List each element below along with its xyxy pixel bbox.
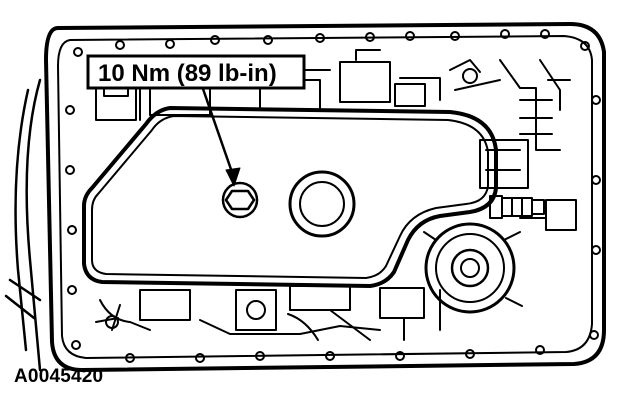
gasket-bolt-holes: [65, 29, 601, 363]
accumulator-cover: [423, 222, 523, 314]
filter-pickup-port: [288, 170, 356, 238]
figure-id: A0045420: [14, 366, 104, 387]
lower-valve-details: [95, 285, 441, 341]
torque-callout: 10 Nm (89 lb-in): [86, 54, 306, 90]
torque-spec-label: 10 Nm (89 lb-in): [98, 60, 277, 87]
filter-bolt: [221, 181, 259, 219]
left-harness-lines: [4, 78, 42, 372]
filter-inner-outline: [91, 115, 489, 279]
solenoid-connector: [489, 195, 545, 219]
filter-outer-outline: [82, 106, 498, 288]
case-gasket-outline: [44, 22, 606, 372]
callout-leader: [200, 84, 241, 187]
